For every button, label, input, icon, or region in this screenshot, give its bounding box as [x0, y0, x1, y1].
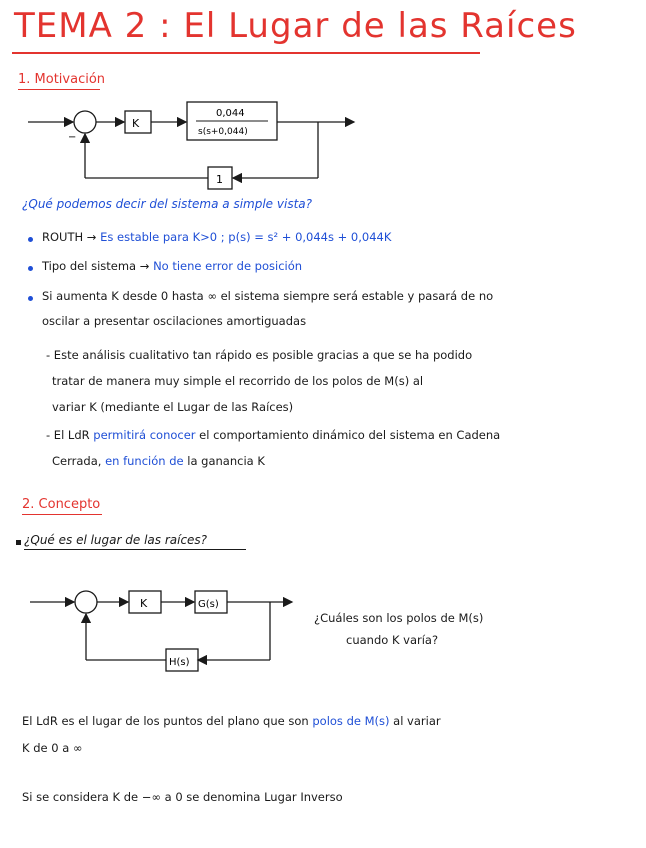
tf-numerator: 0,044	[216, 108, 245, 119]
summing-junction	[73, 110, 97, 134]
inverse-locus-line: Si se considera K de −∞ a 0 se denomina …	[22, 790, 343, 804]
section-2-heading: 2. Concepto	[22, 497, 101, 512]
summing-junction	[74, 590, 98, 614]
arrow-icon: →	[139, 259, 150, 273]
bullet-lead: ROUTH	[42, 230, 84, 244]
bullet-dot	[28, 266, 33, 271]
bullet-dot	[28, 237, 33, 242]
block-diagram-1: − K 0,044 s(s+0,044) 1	[28, 101, 356, 190]
tf-denominator: s(s+0,044)	[198, 127, 248, 137]
block-diagram-2: K G(s) H(s)	[30, 590, 294, 672]
bullet-text: No tiene error de posición	[153, 259, 303, 273]
sub1-line3: variar K (mediante el Lugar de las Raíce…	[52, 400, 294, 414]
bullet-aumenta-cont: oscilar a presentar oscilaciones amortig…	[42, 314, 307, 328]
arrow-icon: →	[86, 230, 97, 244]
g-label: G(s)	[198, 599, 219, 610]
title-underline	[12, 52, 480, 54]
bullet-text: Es estable para K>0 ; p(s) = s² + 0,044s…	[100, 230, 392, 244]
motivation-question: ¿Qué podemos decir del sistema a simple …	[22, 197, 312, 211]
gain-label: K	[140, 597, 148, 610]
section-1-underline	[18, 89, 100, 90]
section-1-heading: 1. Motivación	[18, 72, 106, 87]
bullet-routh: ROUTH → Es estable para K>0 ; p(s) = s² …	[42, 230, 391, 244]
bullet-tipo: Tipo del sistema → No tiene error de pos…	[42, 259, 302, 273]
h-label: H(s)	[169, 657, 190, 668]
bullet-aumenta: Si aumenta K desde 0 hasta ∞ el sistema …	[42, 289, 494, 303]
bullet-dot	[28, 296, 33, 301]
minus-sign: −	[68, 132, 76, 143]
square-bullet	[16, 540, 21, 545]
section-2-underline	[22, 514, 102, 515]
concept-question: ¿Qué es el lugar de las raíces?	[24, 533, 208, 547]
sub1-line1: - Este análisis cualitativo tan rápido e…	[46, 348, 473, 362]
side-question-line2: cuando K varía?	[346, 633, 439, 647]
sub2-line2: Cerrada, en función de la ganancia K	[52, 454, 265, 468]
definition-line1: El LdR es el lugar de los puntos del pla…	[22, 714, 441, 728]
plant-block	[186, 101, 278, 141]
feedback-label: 1	[216, 173, 223, 186]
sub1-line2: tratar de manera muy simple el recorrido…	[52, 374, 424, 388]
gain-label: K	[132, 117, 140, 130]
concept-question-underline	[24, 549, 246, 550]
page-title: TEMA 2 : El Lugar de las Raíces	[14, 6, 577, 46]
definition-line2: K de 0 a ∞	[22, 741, 83, 755]
bullet-lead: Tipo del sistema	[42, 259, 137, 273]
side-question-line1: ¿Cuáles son los polos de M(s)	[314, 611, 484, 625]
sub2-line1: - El LdR permitirá conocer el comportami…	[46, 428, 501, 442]
